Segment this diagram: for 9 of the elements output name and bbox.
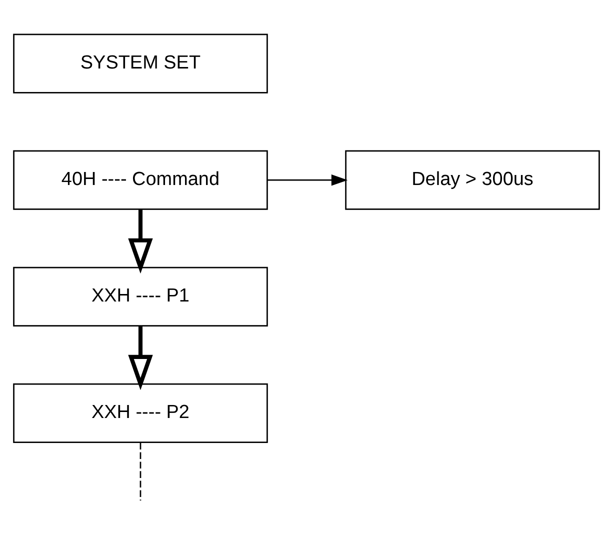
node-box: SYSTEM SET bbox=[13, 34, 268, 94]
connector bbox=[140, 442, 142, 500]
node-box: 40H ---- Command bbox=[13, 150, 268, 210]
node-box: XXH ---- P2 bbox=[13, 383, 268, 443]
arrow bbox=[128, 326, 153, 390]
node-box: Delay > 300us bbox=[345, 150, 600, 210]
arrow bbox=[128, 210, 153, 274]
arrow bbox=[268, 174, 348, 186]
node-box: XXH ---- P1 bbox=[13, 266, 268, 326]
